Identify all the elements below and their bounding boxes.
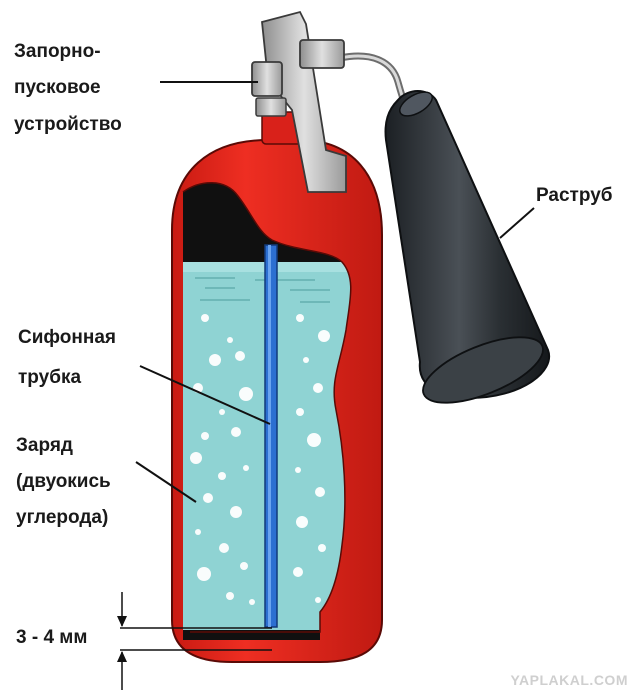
- watermark-text: YAPLAKAL.COM: [510, 672, 628, 688]
- label-charge-line3: углерода): [16, 507, 109, 528]
- leader-horn: [499, 207, 535, 239]
- valve-assembly: [251, 10, 347, 193]
- leader-siphon: [139, 365, 271, 425]
- horn: [384, 90, 551, 404]
- leader-charge: [135, 461, 197, 503]
- label-siphon-line2: трубка: [18, 367, 82, 388]
- label-charge-line2: (двуокись: [16, 471, 111, 492]
- label-siphon-line1: Сифонная: [18, 327, 116, 348]
- label-gap: 3 - 4 мм: [16, 627, 88, 648]
- label-valve-line1: Запорно-: [14, 41, 101, 62]
- label-valve-line3: устройство: [14, 114, 122, 135]
- gap-dimension: [117, 592, 272, 690]
- label-charge-line1: Заряд: [16, 435, 73, 456]
- label-horn: Раструб: [536, 185, 613, 206]
- label-valve-line2: пусковое: [14, 77, 101, 98]
